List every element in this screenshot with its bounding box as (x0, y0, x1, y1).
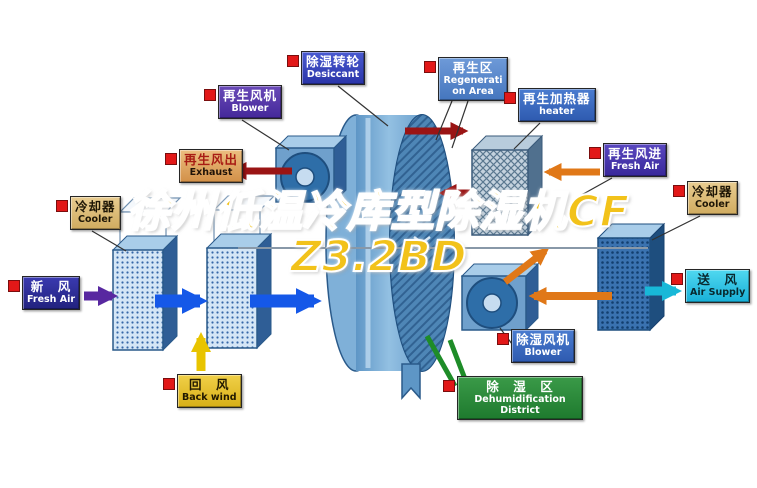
label-zh: 再生风进 (608, 146, 663, 161)
label-regen-heater: 再生加热器 heater (504, 88, 596, 122)
label-regen-fresh-air: 再生风进 Fresh Air (589, 143, 668, 177)
label-en: Regeneration Area (443, 74, 503, 97)
label-dehumid-district: 除 湿 区 Dehumidification District (443, 376, 583, 421)
label-en: Blower (231, 102, 269, 114)
label-cooler-left: 冷却器 Cooler (56, 196, 121, 230)
label-en: Fresh Air (610, 160, 660, 172)
heater-box (470, 134, 544, 237)
label-zh: 冷却器 (75, 199, 116, 214)
label-zh: 再生风机 (223, 88, 278, 103)
label-zh: 再生加热器 (523, 91, 591, 106)
legend-chip-icon (287, 55, 299, 67)
aftercooler-box (596, 222, 666, 332)
label-zh: 再生区 (452, 60, 494, 75)
label-en: Blower (524, 346, 562, 358)
legend-chip-icon (504, 92, 516, 104)
label-en: Air Supply (690, 286, 746, 298)
label-zh: 回 风 (189, 377, 230, 392)
legend-chip-icon (8, 280, 20, 292)
label-zh: 除湿转轮 (306, 54, 361, 69)
label-fresh-air: 新 风 Fresh Air (8, 276, 81, 310)
label-regen-blower: 再生风机 Blower (204, 85, 283, 119)
label-en: Exhaust (189, 166, 233, 178)
label-zh: 送 风 (697, 272, 738, 287)
label-en: Dehumidification District (474, 393, 566, 416)
wheel-ribbon (401, 363, 421, 400)
airflow-arrows (84, 122, 682, 371)
label-en: Fresh Air (27, 293, 76, 305)
label-en: Cooler (695, 198, 730, 210)
label-en: Back wind (182, 391, 237, 403)
label-zh: 新 风 (30, 279, 72, 294)
legend-chip-icon (497, 333, 509, 345)
legend-chip-icon (56, 200, 68, 212)
label-desiccant: 除湿转轮 Desiccant (287, 51, 366, 85)
legend-chip-icon (673, 185, 685, 197)
legend-chip-icon (165, 153, 177, 165)
label-regen-area: 再生区 Regeneration Area (424, 57, 508, 102)
label-zh: 再生风出 (184, 152, 239, 167)
desiccant-wheel (325, 114, 455, 372)
legend-chip-icon (589, 147, 601, 159)
label-back-wind: 回 风 Back wind (163, 374, 242, 408)
legend-chip-icon (163, 378, 175, 390)
label-cooler-right: 冷却器 Cooler (673, 181, 738, 215)
label-zh: 除 湿 区 (486, 379, 554, 394)
cooler-coil-mid (205, 232, 273, 350)
label-en: heater (539, 105, 575, 117)
cooler-coil-left (111, 234, 179, 352)
legend-chip-icon (204, 89, 216, 101)
label-zh: 冷却器 (692, 184, 733, 199)
label-exhaust: 再生风出 Exhaust (165, 149, 244, 183)
label-zh: 除湿风机 (516, 332, 571, 347)
legend-chip-icon (671, 273, 683, 285)
regen-fan (274, 134, 348, 204)
label-en: Desiccant (306, 68, 360, 80)
leader-lines (91, 85, 701, 345)
label-en: Cooler (78, 213, 113, 225)
legend-chip-icon (424, 61, 436, 73)
process-fan (460, 262, 540, 332)
legend-chip-icon (443, 380, 455, 392)
label-air-supply: 送 风 Air Supply (671, 269, 751, 303)
label-dehumid-blower: 除湿风机 Blower (497, 329, 576, 363)
